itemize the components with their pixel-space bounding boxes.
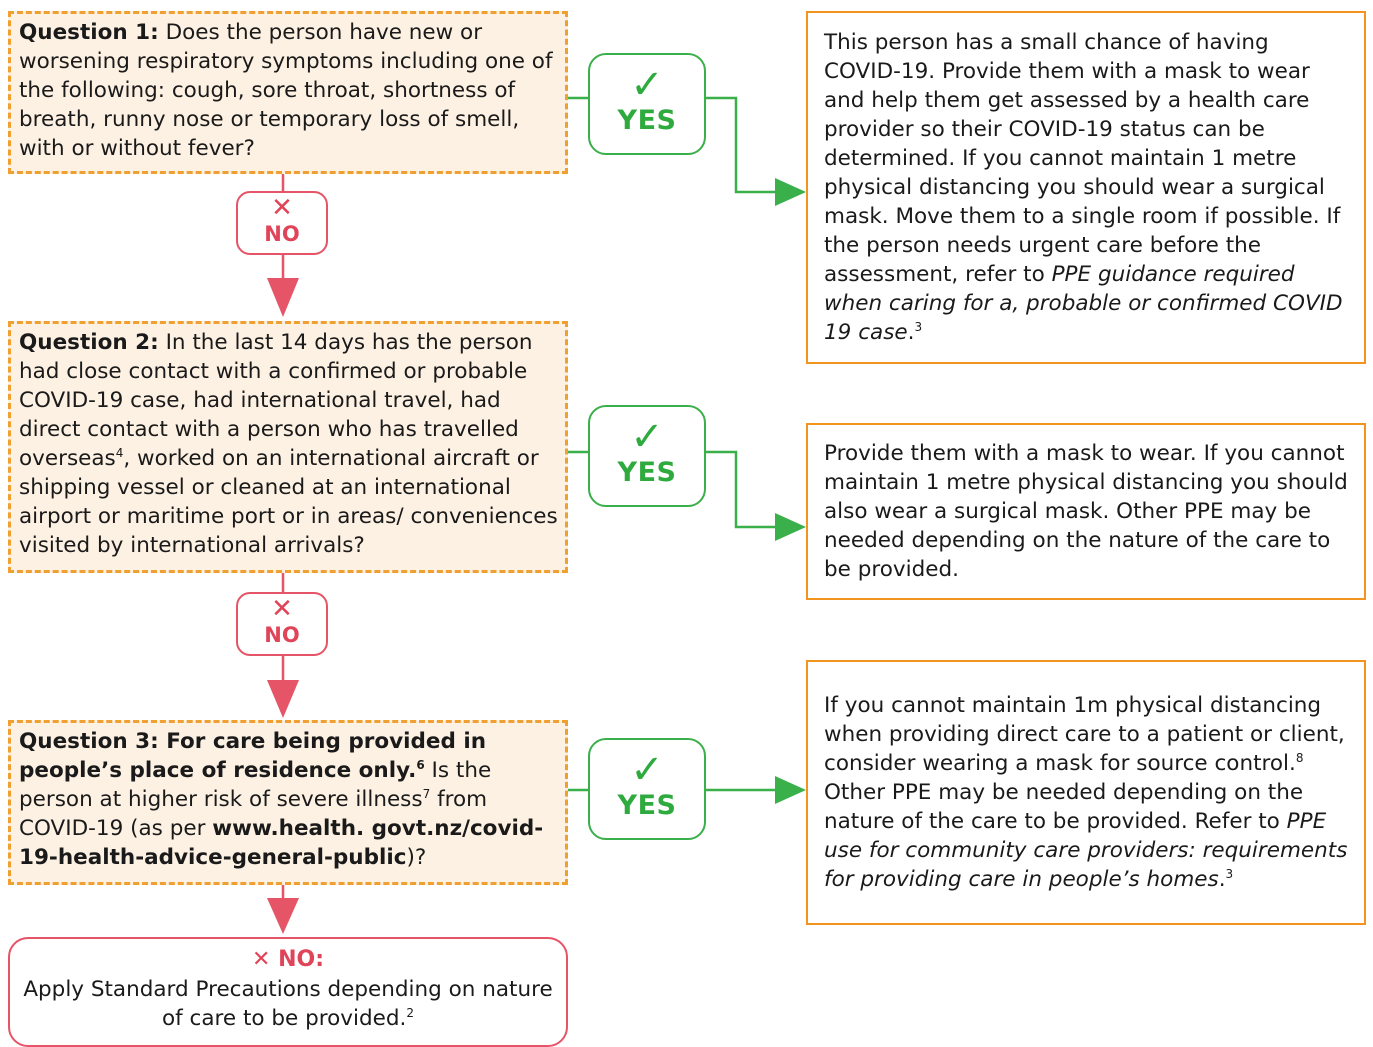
answer-3-box: If you cannot maintain 1m physical dista…: [806, 660, 1366, 925]
final-no-footnote: 2: [406, 1006, 414, 1020]
answer-2-text: Provide them with a mask to wear. If you…: [824, 441, 1348, 582]
question-2-text-a: In the last 14 days has the person had c…: [19, 330, 533, 471]
no-arrowhead-3: [267, 898, 299, 934]
answer-3-footnote: 3: [1225, 867, 1234, 881]
no-arrowhead-2: [267, 680, 299, 718]
answer-1-footnote: 3: [914, 320, 923, 334]
answer-2-content: Provide them with a mask to wear. If you…: [824, 439, 1350, 584]
answer-3-text-b: Other PPE may be needed depending on the…: [824, 780, 1304, 834]
final-no-label: NO:: [278, 947, 325, 972]
question-3-title: Question 3: For care being provided in p…: [19, 729, 487, 783]
yes-arrowhead-1: [775, 178, 806, 206]
final-no-heading: ✕ NO:: [10, 945, 566, 975]
no-badge-1: ✕ NO: [236, 191, 328, 255]
yes-connector-1: [568, 96, 775, 194]
yes-label: YES: [617, 457, 677, 488]
cross-icon: ✕: [251, 947, 271, 972]
yes-connector-2: [568, 450, 775, 529]
yes-arrowhead-2: [775, 513, 806, 541]
question-2-text-b: , worked on an international aircraft or…: [19, 446, 558, 558]
question-2-title: Question 2:: [19, 330, 159, 355]
cross-icon: ✕: [271, 193, 293, 223]
question-3-link[interactable]: www.health. govt.nz/covid-19-health-advi…: [19, 816, 544, 870]
no-label: NO: [264, 623, 300, 647]
answer-3-end: .: [1218, 867, 1226, 892]
question-2-box: Question 2: In the last 14 days has the …: [8, 321, 568, 573]
answer-3-content: If you cannot maintain 1m physical dista…: [824, 691, 1350, 894]
question-3-title-footnote: 6: [416, 758, 425, 772]
answer-3-reference: PPE use for community care providers: re…: [824, 809, 1348, 892]
final-no-box: ✕ NO: Apply Standard Precautions dependi…: [8, 937, 568, 1047]
answer-1-box: This person has a small chance of having…: [806, 11, 1366, 364]
question-3-text-c: )?: [406, 845, 427, 870]
question-3-text-a: Is the person at higher risk of severe i…: [19, 758, 492, 812]
question-1-box: Question 1: Does the person have new or …: [8, 11, 568, 174]
question-3-box: Question 3: For care being provided in p…: [8, 720, 568, 885]
yes-label: YES: [617, 790, 677, 821]
yes-arrowhead-3: [775, 776, 806, 804]
question-2-footnote: 4: [115, 446, 124, 460]
answer-1-reference: PPE guidance required when caring for a,…: [824, 262, 1343, 345]
yes-badge-2: ✓ YES: [588, 405, 706, 507]
answer-1-end: .: [907, 320, 915, 345]
check-icon: ✓: [630, 62, 664, 108]
answer-3-footnote-a: 8: [1295, 751, 1304, 765]
no-badge-2: ✕ NO: [236, 592, 328, 656]
yes-label: YES: [617, 105, 677, 136]
yes-badge-3: ✓ YES: [588, 738, 706, 840]
answer-2-box: Provide them with a mask to wear. If you…: [806, 423, 1366, 600]
check-icon: ✓: [630, 414, 664, 460]
question-3-footnote: 7: [422, 787, 431, 801]
question-3-text-b: from COVID-19 (as per: [19, 787, 488, 841]
answer-3-text-a: If you cannot maintain 1m physical dista…: [824, 693, 1345, 776]
check-icon: ✓: [630, 747, 664, 793]
no-arrowhead-1: [267, 278, 299, 317]
answer-1-content: This person has a small chance of having…: [824, 28, 1350, 347]
question-1-title: Question 1:: [19, 20, 159, 45]
no-label: NO: [264, 222, 300, 246]
question-1-text: Does the person have new or worsening re…: [19, 20, 553, 161]
cross-icon: ✕: [271, 594, 293, 624]
final-no-text: Apply Standard Precautions depending on …: [23, 977, 553, 1031]
answer-1-text: This person has a small chance of having…: [824, 30, 1341, 287]
yes-badge-1: ✓ YES: [588, 53, 706, 155]
